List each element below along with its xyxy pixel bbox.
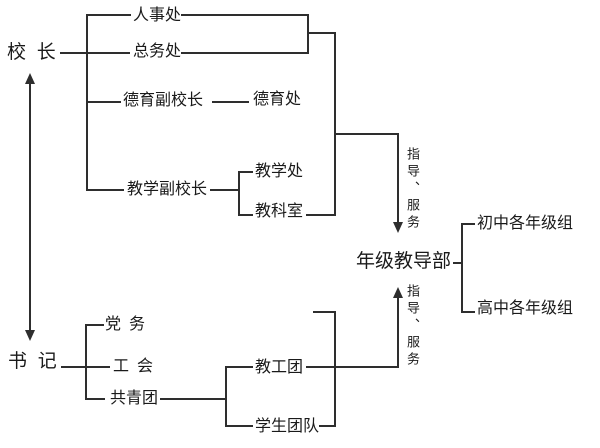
- line-stub-hr: [87, 14, 131, 16]
- node-general-affairs-office: 总务处: [133, 43, 182, 60]
- node-grade-guidance-dept: 年级教导部: [356, 251, 452, 272]
- line-staff-league-to-arrow: [306, 366, 398, 368]
- line-student-league-right: [319, 425, 336, 427]
- node-moral-vice-principal: 德育副校长: [123, 92, 204, 109]
- line-up-arrow-shaft: [397, 296, 399, 368]
- arrowhead-down-icon: [393, 222, 403, 233]
- line-league-bracket: [225, 366, 227, 427]
- line-merge-vertical: [307, 14, 309, 54]
- node-teaching-office: 教学处: [255, 163, 304, 180]
- node-moral-education-office: 德育处: [253, 91, 302, 108]
- guidance-service-label-bottom: 指导、服务: [405, 284, 420, 369]
- node-junior-grade-groups: 初中各年级组: [477, 215, 574, 232]
- line-secretary-bracket: [85, 324, 87, 400]
- line-teaching-bracket: [238, 171, 240, 216]
- line-moral-vp-to-office: [212, 101, 249, 103]
- arrowhead-up-principal-icon: [25, 73, 35, 84]
- guidance-service-label-top: 指导、服务: [405, 147, 420, 232]
- line-hr-right: [181, 14, 307, 16]
- line-stub-senior: [462, 311, 475, 313]
- node-teaching-research-office: 教科室: [255, 203, 304, 220]
- node-principal: 校 长: [7, 42, 59, 63]
- line-research-office-to-trunk: [306, 214, 335, 216]
- line-stub-student-league: [226, 425, 253, 427]
- line-principal-secretary-shaft: [29, 82, 31, 332]
- line-down-arrow-shaft: [397, 133, 399, 223]
- line-grade-bracket: [461, 223, 463, 313]
- line-youth-league-to-bracket: [160, 398, 226, 400]
- line-top-trunk-vertical: [334, 32, 336, 216]
- line-stub-teaching-office: [239, 171, 253, 173]
- node-senior-grade-groups: 高中各年级组: [477, 300, 574, 317]
- line-teaching-vp-to-bracket: [210, 189, 239, 191]
- line-stub-staff-league: [226, 366, 253, 368]
- line-principal-to-bracket: [60, 52, 130, 54]
- line-stub-teaching-vp: [87, 189, 124, 191]
- node-party-affairs: 党 务: [105, 316, 148, 333]
- node-youth-league: 共青团: [110, 390, 159, 407]
- node-teaching-vice-principal: 教学副校长: [127, 181, 208, 198]
- line-stub-junior: [462, 223, 475, 225]
- node-staff-league: 教工团: [255, 359, 304, 376]
- node-labor-union: 工 会: [113, 358, 156, 375]
- node-secretary: 书 记: [8, 351, 60, 372]
- node-student-league: 学生团队: [255, 418, 320, 435]
- line-stub-moral-vp: [87, 101, 121, 103]
- line-grade-dept-to-bracket: [453, 262, 463, 264]
- line-bottom-elbow-top: [313, 311, 336, 313]
- arrowhead-up-icon: [393, 287, 403, 298]
- line-stub-research-office: [239, 214, 253, 216]
- line-trunk-branch-right: [335, 133, 398, 135]
- line-stub-youth-league: [86, 398, 105, 400]
- line-bottom-elbow-vertical: [334, 311, 336, 427]
- arrowhead-down-secretary-icon: [25, 330, 35, 341]
- line-general-affairs-right: [181, 52, 307, 54]
- node-hr-office: 人事处: [133, 7, 182, 24]
- line-stub-party: [86, 324, 104, 326]
- line-merge-to-trunk: [307, 32, 335, 34]
